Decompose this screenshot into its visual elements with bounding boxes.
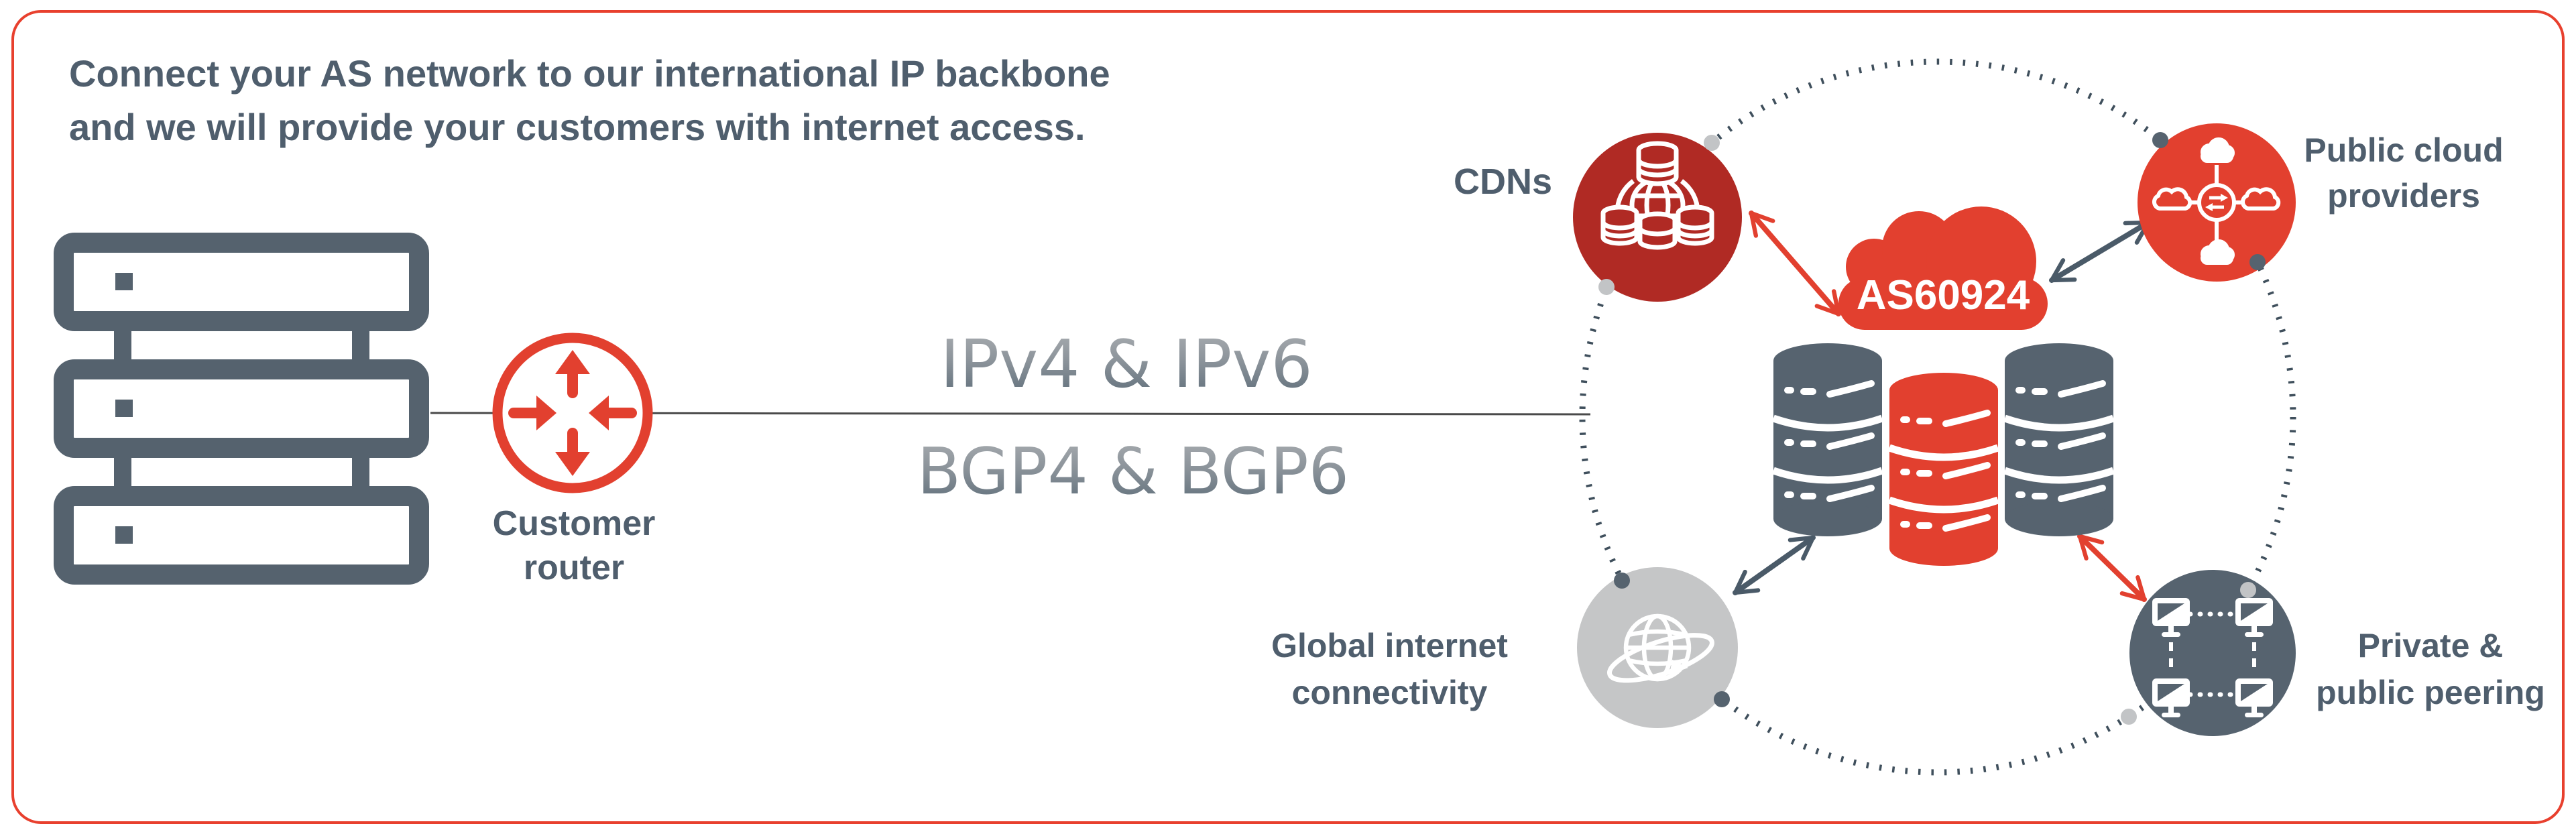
router-icon xyxy=(492,333,653,493)
node-public-cloud xyxy=(2138,123,2296,282)
cloud-exchange-icon xyxy=(2152,139,2281,263)
cdn-databases-globe-icon xyxy=(1600,141,1714,250)
protocols-bgp: BGP4 & BGP6 xyxy=(898,438,1368,505)
arrow-cdn-ascloud xyxy=(1749,211,1841,316)
node-peering xyxy=(2129,570,2296,736)
global-internet-label-line1: Global internet xyxy=(1271,627,1508,664)
node-cdns xyxy=(1573,133,1742,302)
ring-connector-dots xyxy=(1598,132,2266,725)
node-global-internet xyxy=(1577,567,1738,728)
server-stack-icon xyxy=(54,233,429,585)
public-cloud-label-line2: providers xyxy=(2327,177,2480,215)
globe-orbit-icon xyxy=(1606,613,1714,683)
dotted-ring xyxy=(1579,58,2296,776)
headline-line1: Connect your AS network to our internati… xyxy=(69,52,1110,95)
public-cloud-label: Public cloud providers xyxy=(2293,127,2514,219)
as-number-label: AS60924 xyxy=(1856,272,2030,318)
cdns-label: CDNs xyxy=(1453,162,1552,202)
headline-line2: and we will provide your customers with … xyxy=(69,106,1086,148)
public-cloud-label-line1: Public cloud xyxy=(2304,131,2504,169)
global-internet-label-line2: connectivity xyxy=(1291,674,1488,711)
headline: Connect your AS network to our internati… xyxy=(69,47,1343,154)
peering-monitors-icon xyxy=(2152,598,2273,717)
protocols-ip: IPv4 & IPv6 xyxy=(925,331,1328,398)
customer-router-label: Customer router xyxy=(492,504,656,587)
database-cluster-icon xyxy=(1773,343,2113,566)
peering-label-line2: public peering xyxy=(2316,674,2545,711)
as-cloud-icon xyxy=(1838,206,2048,330)
global-internet-label: Global internet connectivity xyxy=(1207,622,1572,716)
peering-label-line1: Private & xyxy=(2357,627,2504,664)
arrow-publiccloud-ascloud xyxy=(2049,220,2151,283)
exchange-arrows xyxy=(1733,211,2151,602)
arrow-peering-databases xyxy=(2077,534,2147,602)
peering-label: Private & public peering xyxy=(2300,622,2561,716)
arrow-globe-databases xyxy=(1733,535,1816,595)
